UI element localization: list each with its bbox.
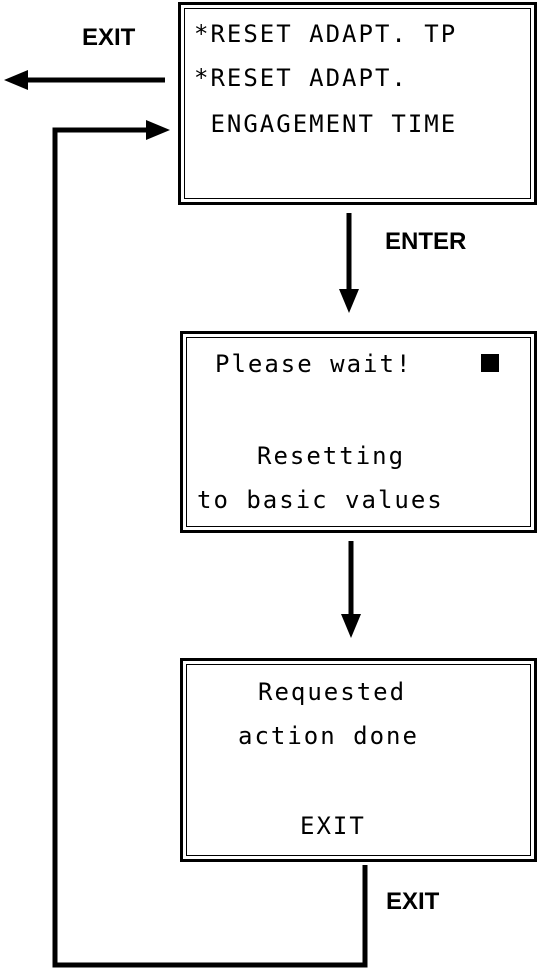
menu-screen-frame [184, 8, 531, 199]
menu-option-engagement-time: ENGAGEMENT TIME [194, 110, 458, 138]
done-exit-option: EXIT [300, 812, 366, 840]
exit-arrow-head [4, 70, 28, 90]
menu-screen [178, 2, 537, 205]
done-screen-frame [186, 664, 531, 856]
enter-arrow-head [339, 289, 359, 313]
exit-label-bottom: EXIT [386, 888, 440, 915]
loop-back-head [146, 120, 170, 140]
exit-label-top: EXIT [82, 24, 136, 51]
menu-option-reset-tp: *RESET ADAPT. TP [194, 20, 458, 48]
resetting-text: Resetting [257, 442, 406, 470]
action-done-text: action done [238, 722, 419, 750]
done-screen [180, 658, 537, 862]
basic-values-text: to basic values [197, 486, 444, 514]
requested-text: Requested [258, 678, 407, 706]
busy-square-icon [481, 354, 499, 372]
wait-message: Please wait! [215, 350, 413, 378]
enter-label: ENTER [385, 228, 467, 255]
wait-screen-frame [186, 337, 531, 527]
wait-to-done-head [341, 614, 361, 638]
loop-back-line [52, 127, 368, 968]
menu-option-reset-engagement: *RESET ADAPT. [194, 64, 408, 92]
wait-screen [180, 331, 537, 533]
